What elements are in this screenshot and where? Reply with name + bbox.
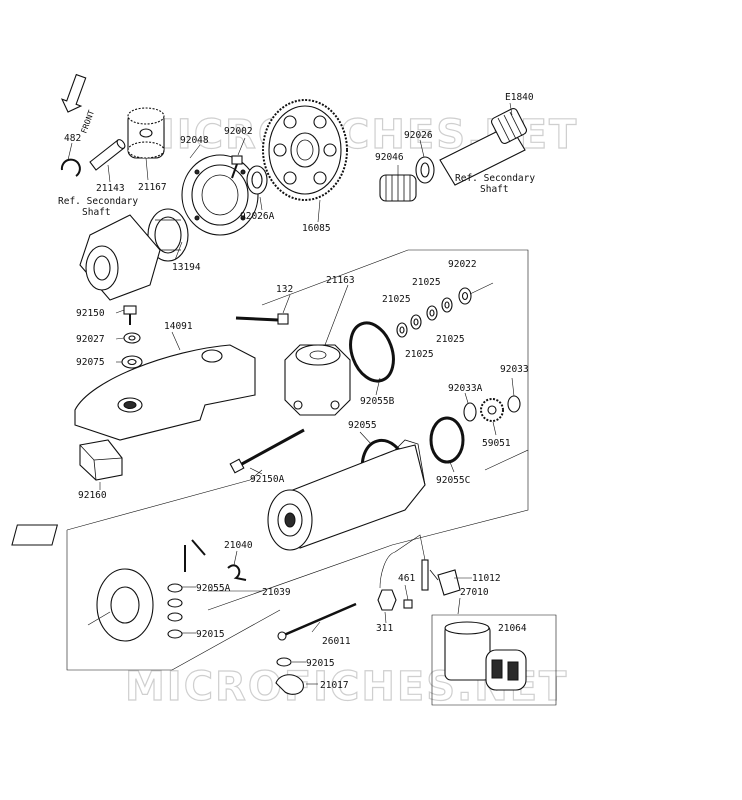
part-label-21025-a[interactable]: 21025 (412, 277, 441, 288)
part-label-92055A[interactable]: 92055A (196, 583, 231, 594)
part-label-92026[interactable]: 92026 (404, 130, 433, 141)
terminal-cap-icon (421, 559, 461, 596)
starter-relay-icon (444, 621, 527, 691)
clutch-housing-icon (181, 154, 259, 236)
bolt-92150-icon (123, 305, 137, 325)
part-label-92002[interactable]: 92002 (224, 126, 253, 137)
starter-end-cover-icon (284, 344, 351, 416)
part-label-13194[interactable]: 13194 (172, 262, 201, 273)
part-label-461[interactable]: 461 (398, 573, 415, 584)
part-label-27010[interactable]: 27010 (460, 587, 489, 598)
part-label-92046[interactable]: 92046 (375, 152, 404, 163)
long-bolt-132-icon (235, 313, 289, 325)
part-label-21025-b[interactable]: 21025 (382, 294, 411, 305)
part-label-92160[interactable]: 92160 (78, 490, 107, 501)
part-label-92027[interactable]: 92027 (76, 334, 105, 345)
part-label-16085[interactable]: 16085 (302, 223, 331, 234)
part-label-92015-b[interactable]: 92015 (306, 658, 335, 669)
part-label-132[interactable]: 132 (276, 284, 293, 295)
part-label-92055[interactable]: 92055 (348, 420, 377, 431)
washer-stack-icon (396, 282, 494, 338)
small-washer-stack-icon (167, 583, 183, 639)
part-label-26011[interactable]: 26011 (322, 636, 351, 647)
bolt-92002-icon (231, 155, 243, 179)
washer-92026A-icon (246, 165, 268, 195)
starter-motor-body-icon (267, 439, 426, 551)
lead-wire-icon (379, 551, 396, 589)
part-label-21025-d[interactable]: 21025 (436, 334, 465, 345)
part-label-92075[interactable]: 92075 (76, 357, 105, 368)
pinion-gear-59051-icon (480, 398, 504, 422)
assembly-frames (66, 249, 557, 706)
circlip-92033A-icon (463, 402, 477, 422)
starter-cover-icon (74, 344, 256, 441)
part-label-92033[interactable]: 92033 (500, 364, 529, 375)
part-label-21163[interactable]: 21163 (326, 275, 355, 286)
part-label-11012[interactable]: 11012 (472, 573, 501, 584)
part-label-21064[interactable]: 21064 (498, 623, 527, 634)
part-label-92026A[interactable]: 92026A (240, 211, 275, 222)
brush-spring-icon (227, 564, 247, 581)
front-arrow-icon (60, 73, 87, 113)
part-label-92055B[interactable]: 92055B (360, 396, 395, 407)
part-label-92055C[interactable]: 92055C (436, 475, 470, 486)
washer-92026-icon (415, 156, 435, 184)
part-label-21025-c[interactable]: 21025 (405, 349, 434, 360)
ref-label-right-line1: Ref. Secondary (455, 173, 535, 184)
diagram-code: E1840 (505, 92, 534, 103)
long-bolt-92150A-icon (229, 428, 305, 474)
part-label-482[interactable]: 482 (64, 133, 81, 144)
secondary-shaft-icon (439, 108, 527, 186)
needle-bearing-icon (379, 174, 417, 202)
o-ring-92055C-icon (429, 416, 465, 464)
o-ring-92055B-icon (349, 321, 395, 383)
brush-plate-icon (87, 568, 154, 642)
leader-lines (67, 102, 515, 685)
washer-92027-icon (123, 332, 141, 344)
circlip-icon (60, 158, 81, 177)
washer-92015-bottom-icon (276, 657, 292, 667)
part-label-21040[interactable]: 21040 (224, 540, 253, 551)
part-label-21017[interactable]: 21017 (320, 680, 349, 691)
starter-gear-icon (262, 99, 348, 201)
ref-label-left-line1: Ref. Secondary (58, 196, 138, 207)
brush-holder-icon (11, 524, 206, 572)
rubber-pad-icon (79, 439, 123, 481)
idle-gear-icon (127, 107, 165, 159)
part-label-92150[interactable]: 92150 (76, 308, 105, 319)
front-label: FRONT (79, 109, 96, 135)
part-label-21039[interactable]: 21039 (262, 587, 291, 598)
part-label-21167[interactable]: 21167 (138, 182, 167, 193)
secondary-shaft-housing-icon (79, 214, 161, 301)
ref-label-right-line2: Shaft (480, 184, 509, 195)
starter-cable-icon (277, 602, 357, 641)
ref-label-left-line2: Shaft (82, 207, 111, 218)
part-label-92033A[interactable]: 92033A (448, 383, 483, 394)
part-label-92015-a[interactable]: 92015 (196, 629, 225, 640)
part-label-14091[interactable]: 14091 (164, 321, 193, 332)
nut-311-icon (377, 589, 397, 611)
part-label-21143[interactable]: 21143 (96, 183, 125, 194)
ring-92033-icon (507, 395, 521, 413)
boot-21017-icon (275, 674, 304, 695)
part-label-92022[interactable]: 92022 (448, 259, 477, 270)
part-label-59051[interactable]: 59051 (482, 438, 511, 449)
part-label-311[interactable]: 311 (376, 623, 393, 634)
part-label-92150A[interactable]: 92150A (250, 474, 285, 485)
part-label-92048[interactable]: 92048 (180, 135, 209, 146)
shaft-pin-icon (89, 139, 126, 171)
terminal-bolt-icon (403, 599, 413, 609)
